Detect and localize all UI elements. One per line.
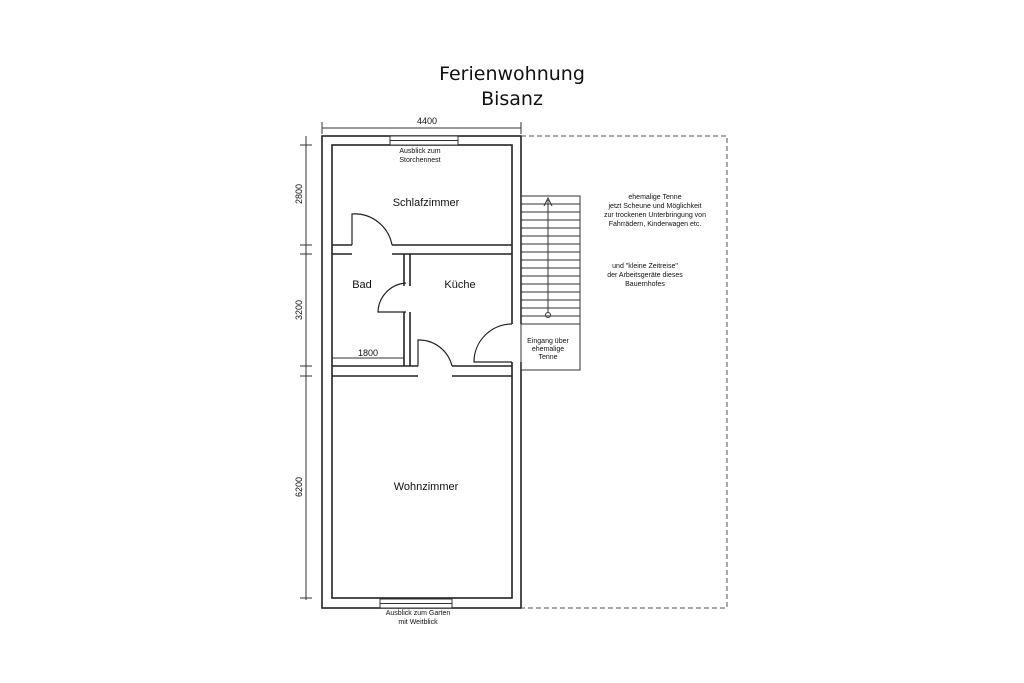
plan-title: Ferienwohnung bbox=[439, 63, 585, 85]
entrance-note-line1: Eingang über bbox=[527, 338, 569, 345]
zeitreise-note-line1: und "kleine Zeitreise" bbox=[612, 263, 678, 270]
window-note-top-line2: Storchennest bbox=[399, 157, 440, 164]
room-bad: Bad bbox=[352, 279, 372, 291]
wall-wohnzimmer-top bbox=[332, 365, 512, 377]
tenne-outline bbox=[521, 135, 728, 609]
room-schlafzimmer: Schlafzimmer bbox=[393, 197, 460, 209]
zeitreise-note-line3: Bauernhofes bbox=[625, 281, 665, 288]
window-note-bottom-line2: mit Weitblick bbox=[398, 619, 438, 626]
tenne-note-line3: zur trockenen Unterbringung von bbox=[604, 212, 706, 219]
tenne-note-line2: jetzt Scheune und Möglichkeit bbox=[608, 203, 702, 210]
entrance-gap bbox=[510, 324, 523, 362]
entrance-note-line2: ehemalige bbox=[532, 346, 564, 353]
dim-height-middle: 3200 bbox=[294, 300, 304, 320]
window-note-top-line1: Ausblick zum bbox=[399, 148, 440, 155]
door-schlafzimmer bbox=[351, 213, 393, 246]
entrance-note-line3: Tenne bbox=[538, 354, 557, 361]
door-bad bbox=[377, 282, 407, 313]
dim-height-wohnzimmer: 6200 bbox=[294, 477, 304, 497]
wall-bad-kueche bbox=[403, 254, 411, 366]
dim-height-schlafzimmer: 2800 bbox=[294, 184, 304, 204]
door-wohnzimmer bbox=[417, 339, 453, 367]
tenne-note-line4: Fahrrädern, Kinderwagen etc. bbox=[609, 221, 702, 228]
staircase bbox=[520, 195, 581, 371]
window-note-bottom-line1: Ausblick zum Garten bbox=[386, 610, 451, 617]
door-entrance bbox=[473, 323, 513, 363]
tenne-note-line1: ehemalige Tenne bbox=[628, 194, 681, 201]
zeitreise-note-line2: der Arbeitsgeräte dieses bbox=[607, 272, 683, 279]
room-kueche: Küche bbox=[444, 279, 475, 291]
inner-wall bbox=[331, 144, 513, 599]
wall-schlafzimmer-bottom bbox=[332, 244, 512, 255]
room-wohnzimmer: Wohnzimmer bbox=[394, 481, 459, 493]
plan-subtitle: Bisanz bbox=[481, 88, 543, 110]
dim-width-top: 4400 bbox=[417, 116, 437, 126]
dim-width-bad: 1800 bbox=[358, 348, 378, 358]
